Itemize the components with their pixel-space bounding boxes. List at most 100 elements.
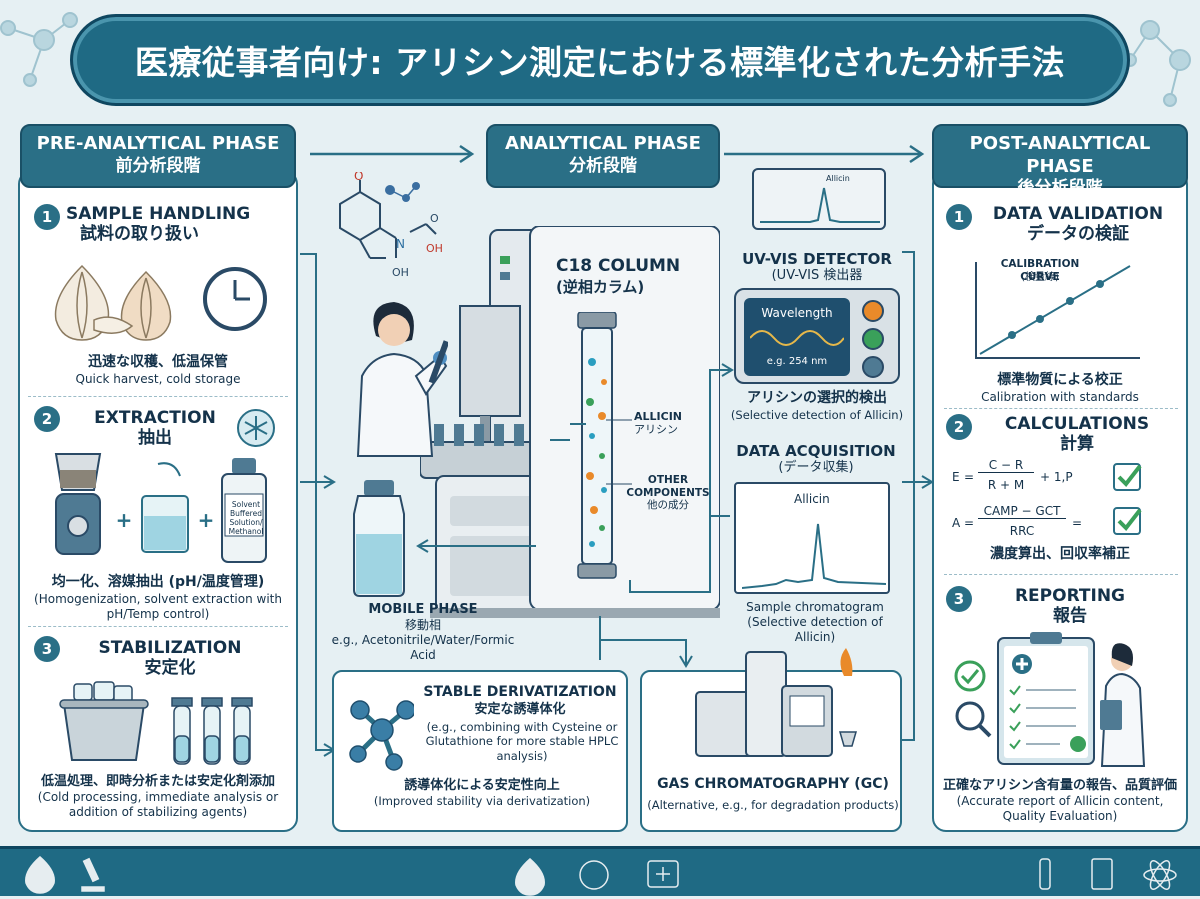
reporting-desc: 正確なアリシン含有量の報告、品質評価 (Accurate report of A… [938, 778, 1182, 824]
stabilization-desc: 低温処理、即時分析または安定化剤添加 (Cold processing, imm… [24, 774, 292, 820]
uv-wave-icon [750, 330, 844, 346]
phase-flow-arrows [310, 144, 925, 164]
molecule-n-label: N [396, 237, 405, 251]
monitor-peak-label: Allicin [826, 174, 850, 183]
allicin-molecule-structure: O N OH O OH [339, 172, 443, 279]
calculations-title-en: CALCULATIONS [1004, 414, 1150, 434]
reporting-title-jp: 報告 [1053, 606, 1087, 627]
data-validation-title-en: DATA VALIDATION [992, 204, 1164, 224]
garlic-icon [54, 264, 172, 341]
gc-title: GAS CHROMATOGRAPHY (GC) [657, 776, 889, 792]
uv-detector-subtitle: (UV-VIS 検出器 [771, 268, 863, 283]
clock-icon [203, 267, 267, 331]
post-step-3-number: 3 [946, 586, 972, 612]
mobile-phase-desc: e.g., Acetonitrile/Water/Formic Acid [331, 633, 515, 663]
footer-microscope-icon [81, 857, 105, 892]
uv-detector-title: UV-VIS DETECTOR [742, 250, 892, 268]
stabilization-title-jp: 安定化 [144, 658, 196, 679]
chromatogram-panel: Allicin [734, 482, 890, 594]
data-validation-desc-jp: 標準物質による校正 [997, 372, 1123, 388]
eq2-numerator: CAMP − GCT [978, 504, 1066, 519]
c18-column-icon [577, 312, 617, 579]
molecule-o-label: O [354, 172, 363, 183]
checkbox-checked-icon [1113, 507, 1142, 535]
solvent-bottle-icon [221, 458, 267, 563]
pre-step-2-number: 2 [34, 406, 60, 432]
sample-handling-desc-en: Quick harvest, cold storage [75, 371, 241, 386]
uv-detector-desc: アリシンの選択的検出 (Selective detection of Allic… [724, 390, 910, 422]
stabilization-title-en: STABILIZATION [98, 638, 242, 658]
calculations-title-jp: 計算 [1060, 434, 1094, 455]
uv-orange-button[interactable] [862, 300, 884, 322]
uv-detector-device: Wavelength e.g. 254 nm [734, 288, 900, 384]
post-step-1-number: 1 [946, 204, 972, 230]
eq2-tail: = [1072, 516, 1083, 530]
data-validation-title-jp: データの検証 [1027, 224, 1129, 245]
sample-handling-title-jp: 試料の取り扱い [80, 224, 199, 245]
uv-desc-en: (Selective detection of Allicin) [730, 407, 904, 422]
ice-bucket-icon [59, 681, 149, 761]
uv-screen-value: e.g. 254 nm [766, 356, 828, 367]
pre-to-analytical-arrows [300, 253, 336, 757]
mobile-phase-jp: 移動相 [404, 618, 441, 633]
post-analytical-header: POST-ANALYTICAL PHASE 後分析段階 [932, 124, 1188, 198]
eq1-numerator: C − R [978, 458, 1034, 473]
mobile-phase-text: MOBILE PHASE 移動相 e.g., Acetonitrile/Wate… [318, 602, 528, 663]
footer-molecule-icon [579, 860, 609, 890]
uv-blue-button[interactable] [862, 356, 884, 378]
title-banner: 医療従事者向け: アリシン測定における標準化された分析手法 [70, 14, 1130, 106]
footer-icons [25, 856, 1177, 896]
mobile-phase-title: MOBILE PHASE [368, 602, 478, 617]
plus-sign: + [115, 508, 133, 532]
eq1-tail: + 1,P [1040, 470, 1073, 484]
molecule-oh-label: OH [426, 242, 443, 255]
footer-bar [0, 846, 1200, 896]
other-components-label-en: OTHER COMPONENTS [626, 474, 710, 499]
footer-garlic-icon [25, 856, 55, 894]
homogenizer-icon [54, 453, 102, 555]
pre-phase-title-jp: 前分析段階 [115, 155, 201, 176]
snowflake-icon [237, 409, 275, 447]
data-acquisition-desc: Sample chromatogram (Selective detection… [746, 600, 884, 644]
column-pointer-lines [606, 419, 632, 485]
stabilization-desc-en: (Cold processing, immediate analysis or … [37, 790, 279, 820]
footer-clipboard-icon [1091, 858, 1113, 890]
sample-handling-title-en: SAMPLE HANDLING [66, 204, 251, 224]
checkbox-checked-icon [1113, 463, 1142, 491]
uv-green-button[interactable] [862, 328, 884, 350]
page-title: 医療従事者向け: アリシン測定における標準化された分析手法 [134, 43, 1066, 82]
gc-instrument-icon [695, 648, 857, 757]
other-components-label-jp: 他の成分 [647, 499, 689, 512]
gas-chromatography-panel: GAS CHROMATOGRAPHY (GC) (Alternative, e.… [640, 648, 902, 832]
calculations-desc: 濃度算出、回収率補正 [940, 546, 1180, 564]
scientist-figure [356, 302, 448, 457]
pre-step-3-number: 3 [34, 636, 60, 662]
column-title: C18 COLUMN [556, 256, 681, 276]
eq1-lhs: E [952, 470, 960, 484]
analytical-to-post-arrows [902, 251, 934, 741]
reporting-title-en: REPORTING [1014, 586, 1126, 606]
equation-2: A = CAMP − GCT RRC = [952, 504, 1083, 538]
post-phase-title-en: POST-ANALYTICAL PHASE [969, 133, 1151, 177]
derivatization-desc: (e.g., combining with Cysteine or Glutat… [425, 720, 619, 763]
mobile-phase-bottle-icon [353, 480, 405, 597]
post-step-2-title: CALCULATIONS 計算 [982, 414, 1172, 455]
column-subtitle: (逆相カラム) [556, 278, 645, 296]
post-step-1-title: DATA VALIDATION データの検証 [978, 204, 1178, 245]
extraction-title-jp: 抽出 [138, 428, 172, 449]
derivatization-result-en: (Improved stability via derivatization) [373, 794, 591, 809]
allicin-label-jp: アリシン [634, 423, 678, 437]
result-monitor: Allicin [752, 168, 886, 230]
allicin-label: ALLICIN アリシン [634, 410, 714, 436]
pre-step-3-title: STABILIZATION 安定化 [80, 638, 260, 679]
other-components-label: OTHER COMPONENTS 他の成分 [624, 474, 712, 512]
report-clipboard-icon [954, 632, 1146, 767]
eq1-denominator: R + M [987, 478, 1025, 492]
sample-handling-desc: 迅速な収穫、低温保管 Quick harvest, cold storage [26, 354, 290, 387]
allicin-label-en: ALLICIN [634, 410, 682, 423]
derivatization-subtitle: 安定な誘導体化 [474, 702, 566, 717]
molecule-o-label: O [430, 212, 439, 225]
derivatized-molecule-icon [349, 700, 414, 771]
calibration-curve-title: CALIBRATION CURVE [1000, 258, 1080, 283]
